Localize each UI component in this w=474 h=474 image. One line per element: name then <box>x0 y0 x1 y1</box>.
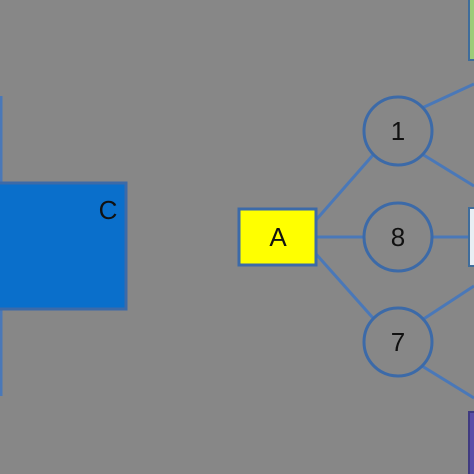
node-1: 1 <box>362 95 434 167</box>
node-7-circle <box>362 306 434 378</box>
edge-7-downright <box>421 364 474 400</box>
edge-1-midright <box>421 152 474 188</box>
edge-1-topright <box>421 82 474 110</box>
edge-a-7 <box>314 253 375 319</box>
node-c: C <box>0 181 128 311</box>
purple-box-partial <box>468 411 474 474</box>
green-box-partial <box>468 0 474 61</box>
node-8-circle <box>362 201 434 273</box>
edge-7-upright <box>421 284 474 322</box>
node-1-label: 1 <box>391 116 405 146</box>
node-1-circle <box>362 95 434 167</box>
node-7-label: 7 <box>391 327 405 357</box>
node-8-label: 8 <box>391 222 405 252</box>
node-a: A <box>237 207 318 267</box>
node-a-box <box>237 207 318 267</box>
white-box-partial <box>468 207 474 267</box>
node-a-label: A <box>269 222 287 252</box>
node-7: 7 <box>362 306 434 378</box>
node-c-label: C <box>99 195 118 225</box>
edge-a-1 <box>314 154 375 221</box>
edges <box>314 82 474 400</box>
node-c-box <box>0 181 128 311</box>
node-8: 8 <box>362 201 434 273</box>
